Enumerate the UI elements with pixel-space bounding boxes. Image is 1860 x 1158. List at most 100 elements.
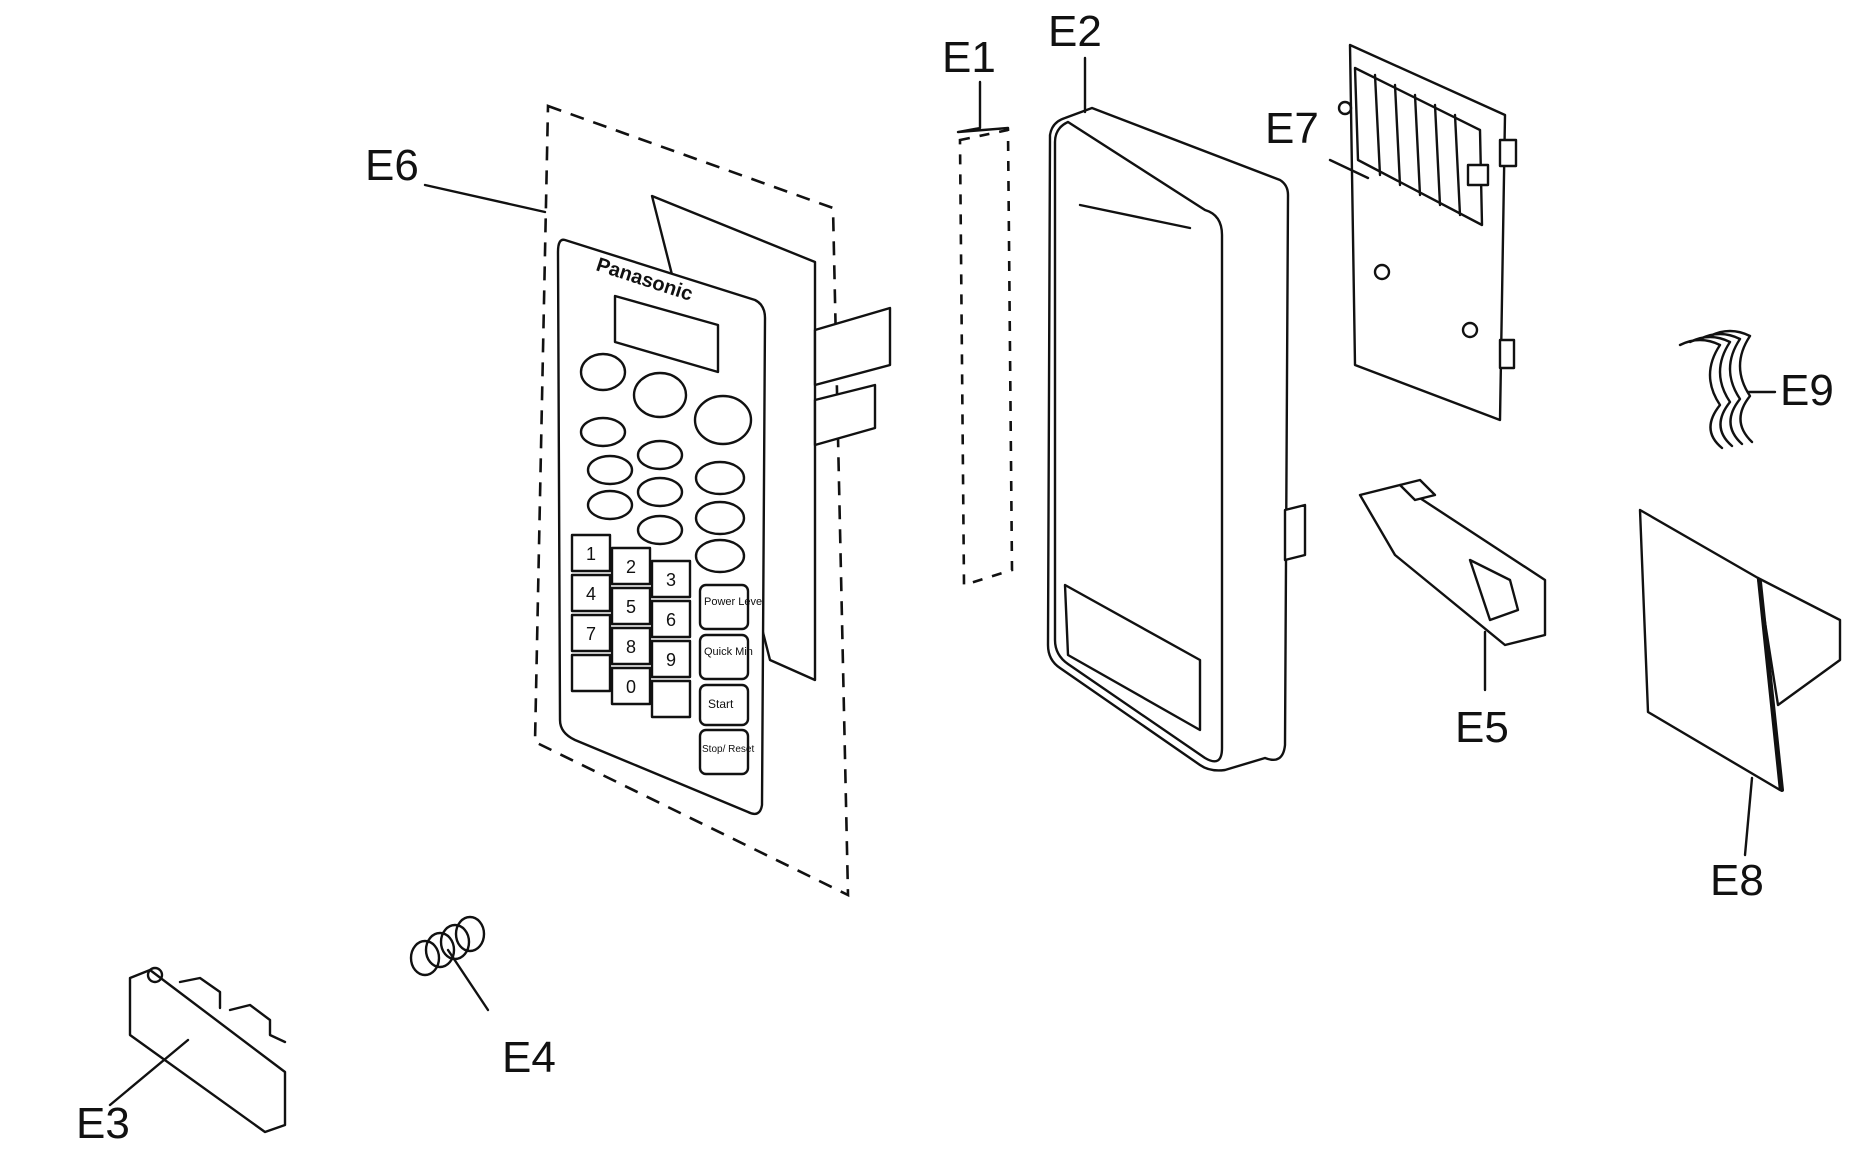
label-e5: E5 [1455,703,1509,752]
part-e6-membrane-assembly: Panasonic 1 2 [533,104,892,898]
panel-numeric-keypad: 1 2 3 4 5 6 7 8 9 0 [570,533,692,719]
leader-e7 [1328,158,1370,180]
panel-oval-key [632,371,688,419]
panel-oval-key [586,489,634,521]
part-e1-strip [958,128,1014,587]
label-e3: E3 [76,1099,130,1148]
e7-connector-pin [1453,113,1462,217]
e7-connector-pin [1433,103,1442,207]
e2-display-edge [1078,203,1192,230]
e4-spring-coil [439,923,471,961]
keypad-key [650,639,692,679]
e7-side-connector [1498,338,1516,370]
keypad-digit: 8 [626,637,636,657]
panel-oval-key [636,514,684,546]
keypad-digit: 2 [626,557,636,577]
part-e4-spring [409,915,486,977]
keypad-key [610,666,652,706]
keypad-key [570,613,612,653]
keypad-key [570,533,612,573]
panel-oval-key [579,352,627,392]
e9-wire [1688,335,1734,448]
leader-e6 [423,183,547,214]
e6-ribbon-tab-lower [813,383,877,447]
panel-display-window [613,294,720,374]
panel-oval-key [586,454,634,486]
e3-bracket-arm [228,1003,287,1044]
keypad-key [570,653,612,693]
keypad-digit: 6 [666,610,676,630]
callout-labels: E1 E2 E3 E4 E5 E6 E7 E8 E9 [76,7,1834,1148]
e5-latch-tab [1398,478,1437,502]
panel-oval-key [636,476,684,508]
label-e9: E9 [1780,366,1834,415]
keypad-digit: 0 [626,677,636,697]
e9-wire [1678,338,1724,450]
keypad-key [610,546,652,586]
e7-connector-pin [1393,83,1402,187]
keypad-key [650,559,692,599]
e9-wire [1708,329,1754,444]
panel-function-keys: Power Level Quick Min Start Stop/ Reset [698,583,765,776]
keypad-digit: 1 [586,544,596,564]
part-e7-circuit-board [1337,43,1518,422]
e7-mounting-hole [1461,321,1479,339]
keypad-digit: 4 [586,584,596,604]
keypad-digit: 5 [626,597,636,617]
label-e4: E4 [502,1033,556,1082]
e7-chip [1466,163,1490,187]
e5-latch-body [1358,483,1547,647]
keypad-key [650,599,692,639]
function-key-label: Stop/ Reset [702,744,754,755]
keypad-key [650,679,692,719]
e8-sheet [1638,508,1782,792]
part-e5-latch [1358,478,1547,647]
panel-oval-key [636,439,684,471]
panel-oval-key [579,416,627,448]
panel-oval-key [694,500,746,536]
e9-wire [1698,332,1744,446]
part-e2-housing [1046,106,1307,772]
e7-connector-pin [1413,93,1422,197]
part-e9-wires [1678,329,1754,450]
keypad-key [610,626,652,666]
e7-connector-pin [1373,73,1382,177]
e2-side-tab [1283,503,1307,562]
leader-e4 [446,948,490,1012]
label-e2: E2 [1048,7,1102,56]
keypad-key [570,573,612,613]
e2-lower-window [1063,583,1202,732]
e3-pivot-hole [146,966,164,984]
e8-stand [1756,576,1842,707]
function-key [698,583,750,631]
e7-mounting-hole [1373,263,1391,281]
panel-oval-key [693,394,753,446]
e6-keypad-sheet [556,238,767,816]
e8-edge [1758,580,1784,792]
keypad-digit: 7 [586,624,596,644]
e7-mounting-hole [1337,100,1353,116]
keypad-digit: 9 [666,650,676,670]
e4-spring-coil [454,915,486,953]
part-e8-sheet [1638,508,1842,792]
panel-oval-key [694,460,746,496]
function-key [698,728,750,776]
e1-strip-outline [958,128,1014,587]
e3-bracket-arm [178,976,222,1010]
panel-oval-key [694,538,746,574]
label-e6: E6 [365,141,419,190]
function-key [698,633,750,681]
function-key [698,683,750,727]
leader-lines [108,56,1777,1107]
leader-e8 [1743,776,1754,857]
e5-latch-cutout [1468,558,1520,622]
function-key-label: Quick Min [704,646,753,658]
e6-ribbon-tab-upper [813,306,892,387]
label-e1: E1 [942,33,996,82]
e3-bracket-body [128,968,287,1134]
label-e8: E8 [1710,856,1764,905]
e7-side-connector [1498,138,1518,168]
label-e7: E7 [1265,104,1319,153]
